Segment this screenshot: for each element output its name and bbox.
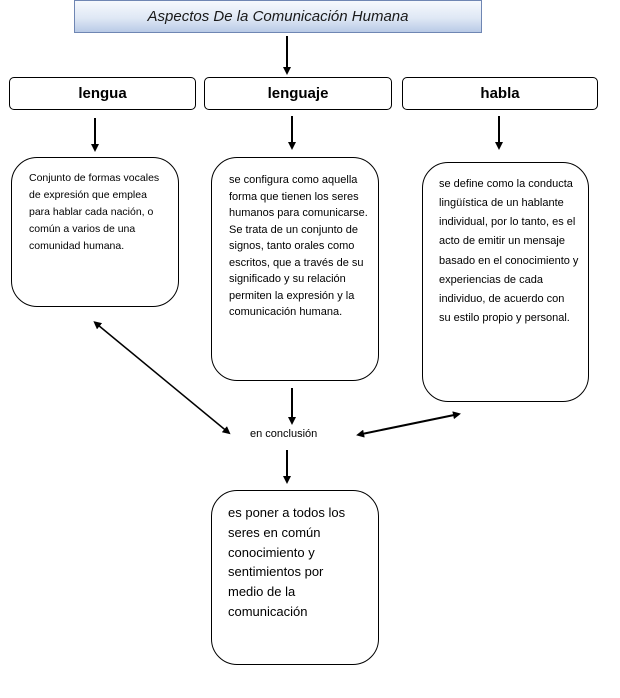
arrow-conclusion-habla: [356, 411, 461, 438]
header-habla: habla: [402, 77, 598, 110]
card-lenguaje: se configura como aquella forma que tien…: [211, 157, 379, 381]
lenguaje-description: se configura como aquella forma que tien…: [229, 174, 368, 318]
card-habla: se define como la conducta lingüística d…: [422, 162, 589, 402]
diagram-title: Aspectos De la Comunicación Humana: [74, 0, 482, 33]
lengua-description: Conjunto de formas vocales de expresión …: [29, 172, 160, 252]
habla-description: se define como la conducta lingüística d…: [439, 178, 579, 324]
arrow-lengua-conclusion: [93, 321, 231, 435]
card-lengua: Conjunto de formas vocales de expresión …: [11, 157, 179, 307]
header-lengua: lengua: [9, 77, 196, 110]
header-lenguaje: lenguaje: [204, 77, 392, 110]
conclusion-label: en conclusión: [250, 428, 318, 440]
card-conclusion: es poner a todos los seres en común cono…: [211, 490, 379, 665]
conclusion-text: es poner a todos los seres en común cono…: [228, 505, 346, 619]
